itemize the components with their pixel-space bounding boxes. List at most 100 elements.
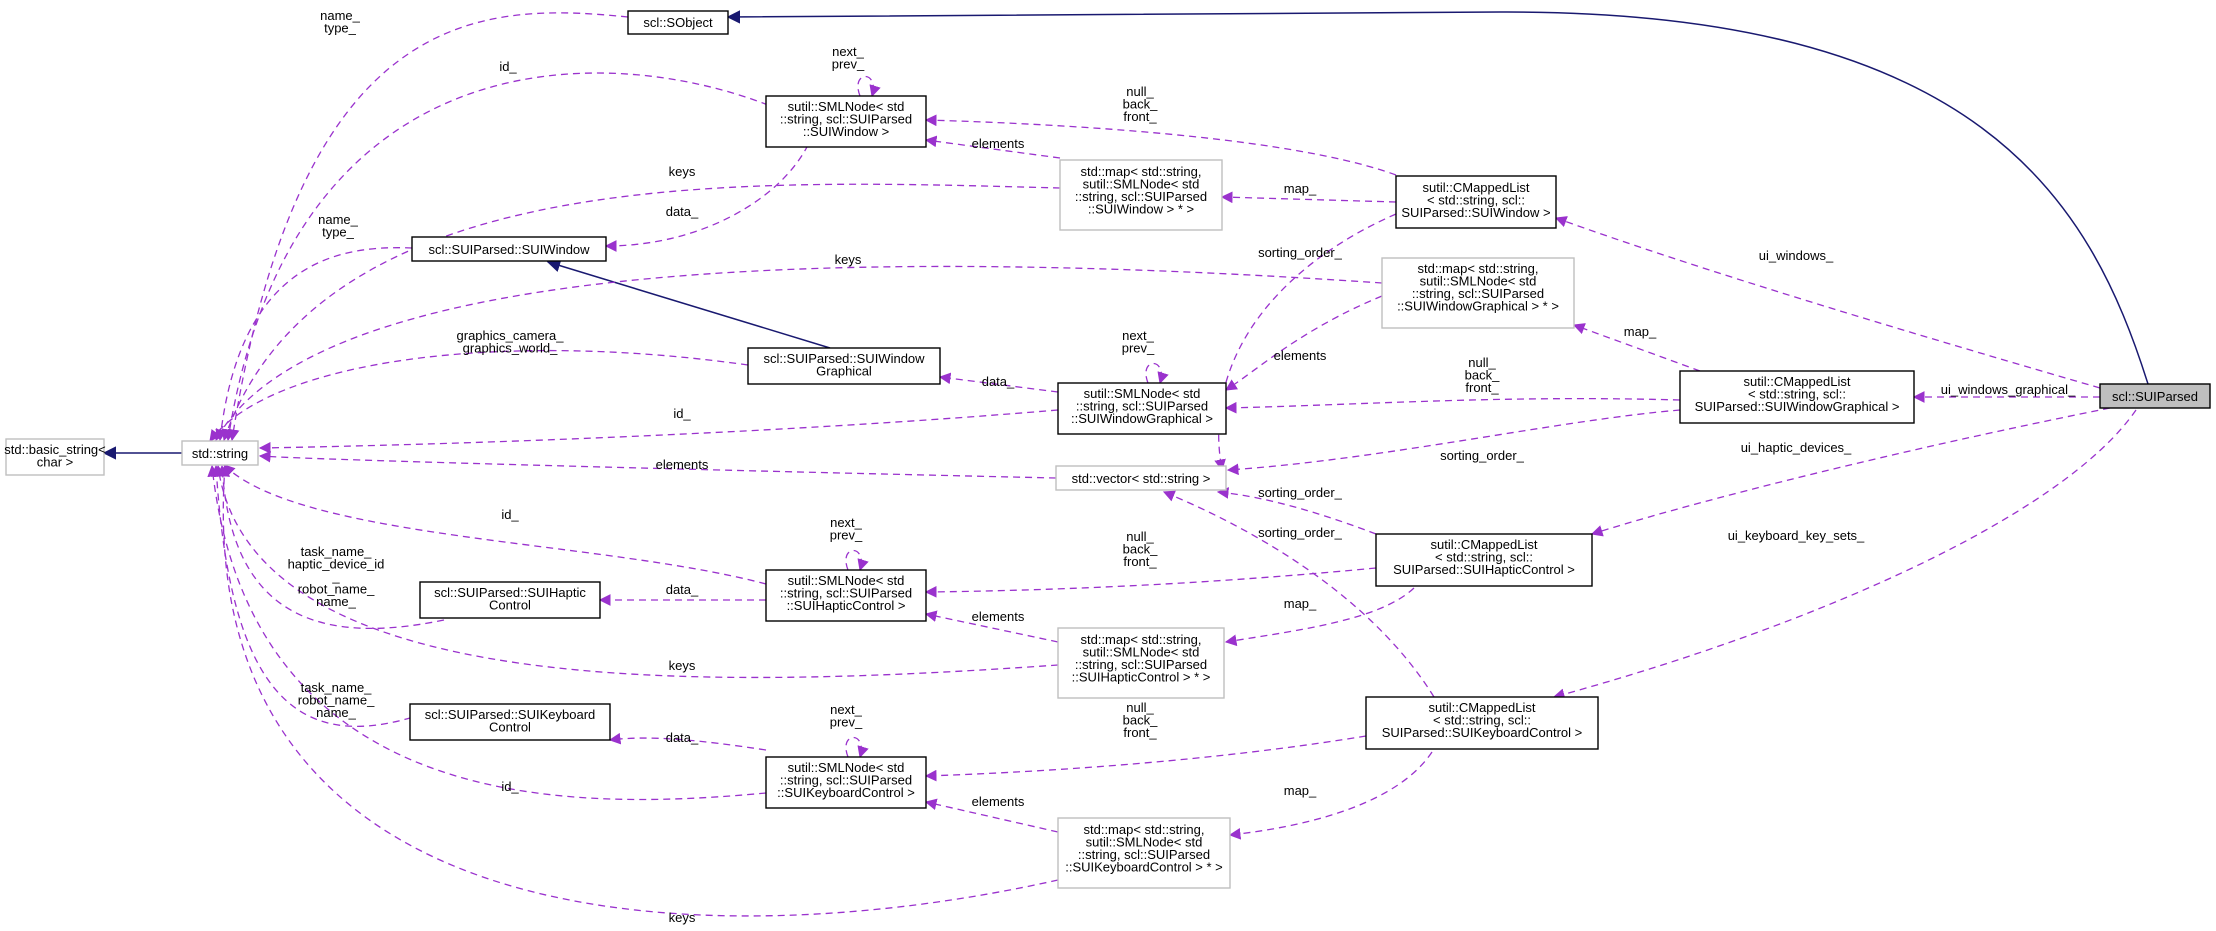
text-line: id_ <box>501 779 519 794</box>
node-map-haptic[interactable]: std::map< std::string,sutil::SMLNode< st… <box>1057 627 1225 699</box>
edge-label-ui-windows: ui_windows_ <box>1759 248 1834 263</box>
text-line: keys <box>669 910 696 925</box>
edge-label-elements-wingfx: elements <box>1274 348 1327 363</box>
text-line: ::string, scl::SUIParsed <box>1412 286 1544 301</box>
text-line: front_ <box>1465 380 1499 395</box>
node-cmapped-haptic[interactable]: sutil::CMappedList< std::string, scl::SU… <box>1375 533 1593 587</box>
text-line: map_ <box>1284 181 1317 196</box>
text-line: id_ <box>673 406 691 421</box>
text-line: < std::string, scl:: <box>1748 387 1846 402</box>
text-line: map_ <box>1284 783 1317 798</box>
text-line: sutil::CMappedList <box>1744 374 1851 389</box>
text-line: elements <box>972 136 1025 151</box>
text-line: back_ <box>1123 97 1158 112</box>
svg-text:std::map< std::string,sutil::S: std::map< std::string,sutil::SMLNode< st… <box>1075 164 1207 217</box>
node-cmapped-window[interactable]: sutil::CMappedList< std::string, scl::SU… <box>1395 175 1557 229</box>
node-sobject[interactable]: scl::SObject <box>627 10 729 35</box>
edge-label-id-top: id_ <box>499 59 517 74</box>
edge-maphap-string <box>213 464 1059 679</box>
text-line: ::SUIWindowGraphical > <box>1071 411 1213 426</box>
edge-cmhap-maphap <box>1224 587 1415 647</box>
svg-text:std::string: std::string <box>192 446 248 461</box>
edge-label-data-haptic: data_ <box>666 582 699 597</box>
text-line: keys <box>669 164 696 179</box>
text-line: haptic_device_id <box>288 557 385 572</box>
text-line: sutil::CMappedList <box>1429 700 1536 715</box>
edge-suiparsed-cmwin <box>1554 216 2101 389</box>
text-line: data_ <box>982 374 1015 389</box>
node-suiparsed[interactable]: scl::SUIParsed <box>2099 383 2211 409</box>
edge-cmwin-mapwin <box>1220 191 1397 204</box>
node-cmapped-wingfx[interactable]: sutil::CMappedList< std::string, scl::SU… <box>1679 370 1915 424</box>
node-basic-string[interactable]: std::basic_string<char > <box>4 438 106 476</box>
edge-label-next-prev-keyboard: next_prev_ <box>830 702 863 730</box>
text-line: graphics_world_ <box>463 341 558 356</box>
text-line: graphics_camera_ <box>457 328 565 343</box>
edge-label-map-haptic: map_ <box>1284 596 1317 611</box>
text-line: ::string, scl::SUIParsed <box>1075 189 1207 204</box>
edge-label-map-wingfx: map_ <box>1624 324 1657 339</box>
text-line: map_ <box>1284 596 1317 611</box>
edge-mapgfx-smlgfx <box>1225 295 1383 391</box>
text-line: name_ <box>320 8 361 23</box>
node-smlnode-window[interactable]: sutil::SMLNode< std::string, scl::SUIPar… <box>765 95 927 148</box>
text-line: ui_haptic_devices_ <box>1741 440 1852 455</box>
text-line: < std::string, scl:: <box>1433 713 1531 728</box>
edge-wingfx-string <box>209 349 749 442</box>
node-cmapped-keyboard[interactable]: sutil::CMappedList< std::string, scl::SU… <box>1365 696 1599 750</box>
edge-label-sorting-order-wingfx: sorting_order_ <box>1440 448 1525 463</box>
text-line: scl::SUIParsed::SUIWindow <box>763 351 925 366</box>
text-line: type_ <box>324 21 357 36</box>
node-map-wingfx[interactable]: std::map< std::string,sutil::SMLNode< st… <box>1381 257 1575 329</box>
text-line: prev_ <box>832 57 865 72</box>
edge-mapgfx-string <box>215 265 1383 442</box>
edge-label-id-keyboard: id_ <box>501 779 519 794</box>
node-map-keyboard[interactable]: std::map< std::string,sutil::SMLNode< st… <box>1057 817 1231 889</box>
edge-cmhap-smlhap <box>924 567 1377 598</box>
text-line: elements <box>972 794 1025 809</box>
edge-label-elements-haptic: elements <box>972 609 1025 624</box>
svg-text:std::basic_string<char >: std::basic_string<char > <box>4 442 106 470</box>
node-smlnode-keyboard[interactable]: sutil::SMLNode< std::string, scl::SUIPar… <box>765 756 927 809</box>
edge-label-data-window: data_ <box>666 204 699 219</box>
text-line: ::SUIWindow > <box>803 124 889 139</box>
node-string[interactable]: std::string <box>181 440 259 466</box>
node-map-window[interactable]: std::map< std::string,sutil::SMLNode< st… <box>1059 159 1223 231</box>
text-line: sutil::SMLNode< std <box>1083 177 1200 192</box>
text-line: std::string <box>192 446 248 461</box>
text-line: robot_name_ <box>298 693 375 708</box>
node-vector[interactable]: std::vector< std::string > <box>1055 465 1227 491</box>
svg-text:sutil::CMappedList< std::strin: sutil::CMappedList< std::string, scl::SU… <box>1695 374 1900 414</box>
edge-smlkey-self <box>845 736 869 759</box>
text-line: ::string, scl::SUIParsed <box>1076 399 1208 414</box>
text-line: null_ <box>1126 700 1154 715</box>
text-line: ::SUIWindowGraphical > * > <box>1397 299 1559 314</box>
node-suiwindow[interactable]: scl::SUIParsed::SUIWindow <box>411 236 607 262</box>
text-line: next_ <box>830 515 863 530</box>
text-line: task_name_ <box>301 680 373 695</box>
svg-text:sutil::CMappedList< std::strin: sutil::CMappedList< std::string, scl::SU… <box>1393 537 1575 577</box>
edge-vector-string <box>258 450 1057 479</box>
text-line: null_ <box>1468 355 1496 370</box>
edge-smlhap-self <box>845 549 869 572</box>
edge-sobject-string <box>227 12 629 442</box>
text-line: elements <box>1274 348 1327 363</box>
edge-label-haptic-members: task_name_haptic_device_id_robot_name_na… <box>288 544 385 609</box>
node-smlnode-wingfx[interactable]: sutil::SMLNode< std::string, scl::SUIPar… <box>1057 382 1227 435</box>
edge-smlkey-keyboard <box>608 732 767 751</box>
text-line: SUIParsed::SUIHapticControl > <box>1393 562 1575 577</box>
edge-label-keys-keyboard: keys <box>669 910 696 925</box>
text-line: prev_ <box>830 528 863 543</box>
text-line: std::map< std::string, <box>1083 822 1204 837</box>
edge-mapwin-string <box>221 183 1061 442</box>
node-smlnode-haptic[interactable]: sutil::SMLNode< std::string, scl::SUIPar… <box>765 569 927 622</box>
text-line: scl::SUIParsed::SUIHaptic <box>434 585 586 600</box>
edge-haptic-string <box>216 464 445 630</box>
text-line: type_ <box>322 225 355 240</box>
text-line: sutil::SMLNode< std <box>788 573 905 588</box>
edge-label-elements-vector: elements <box>656 457 709 472</box>
